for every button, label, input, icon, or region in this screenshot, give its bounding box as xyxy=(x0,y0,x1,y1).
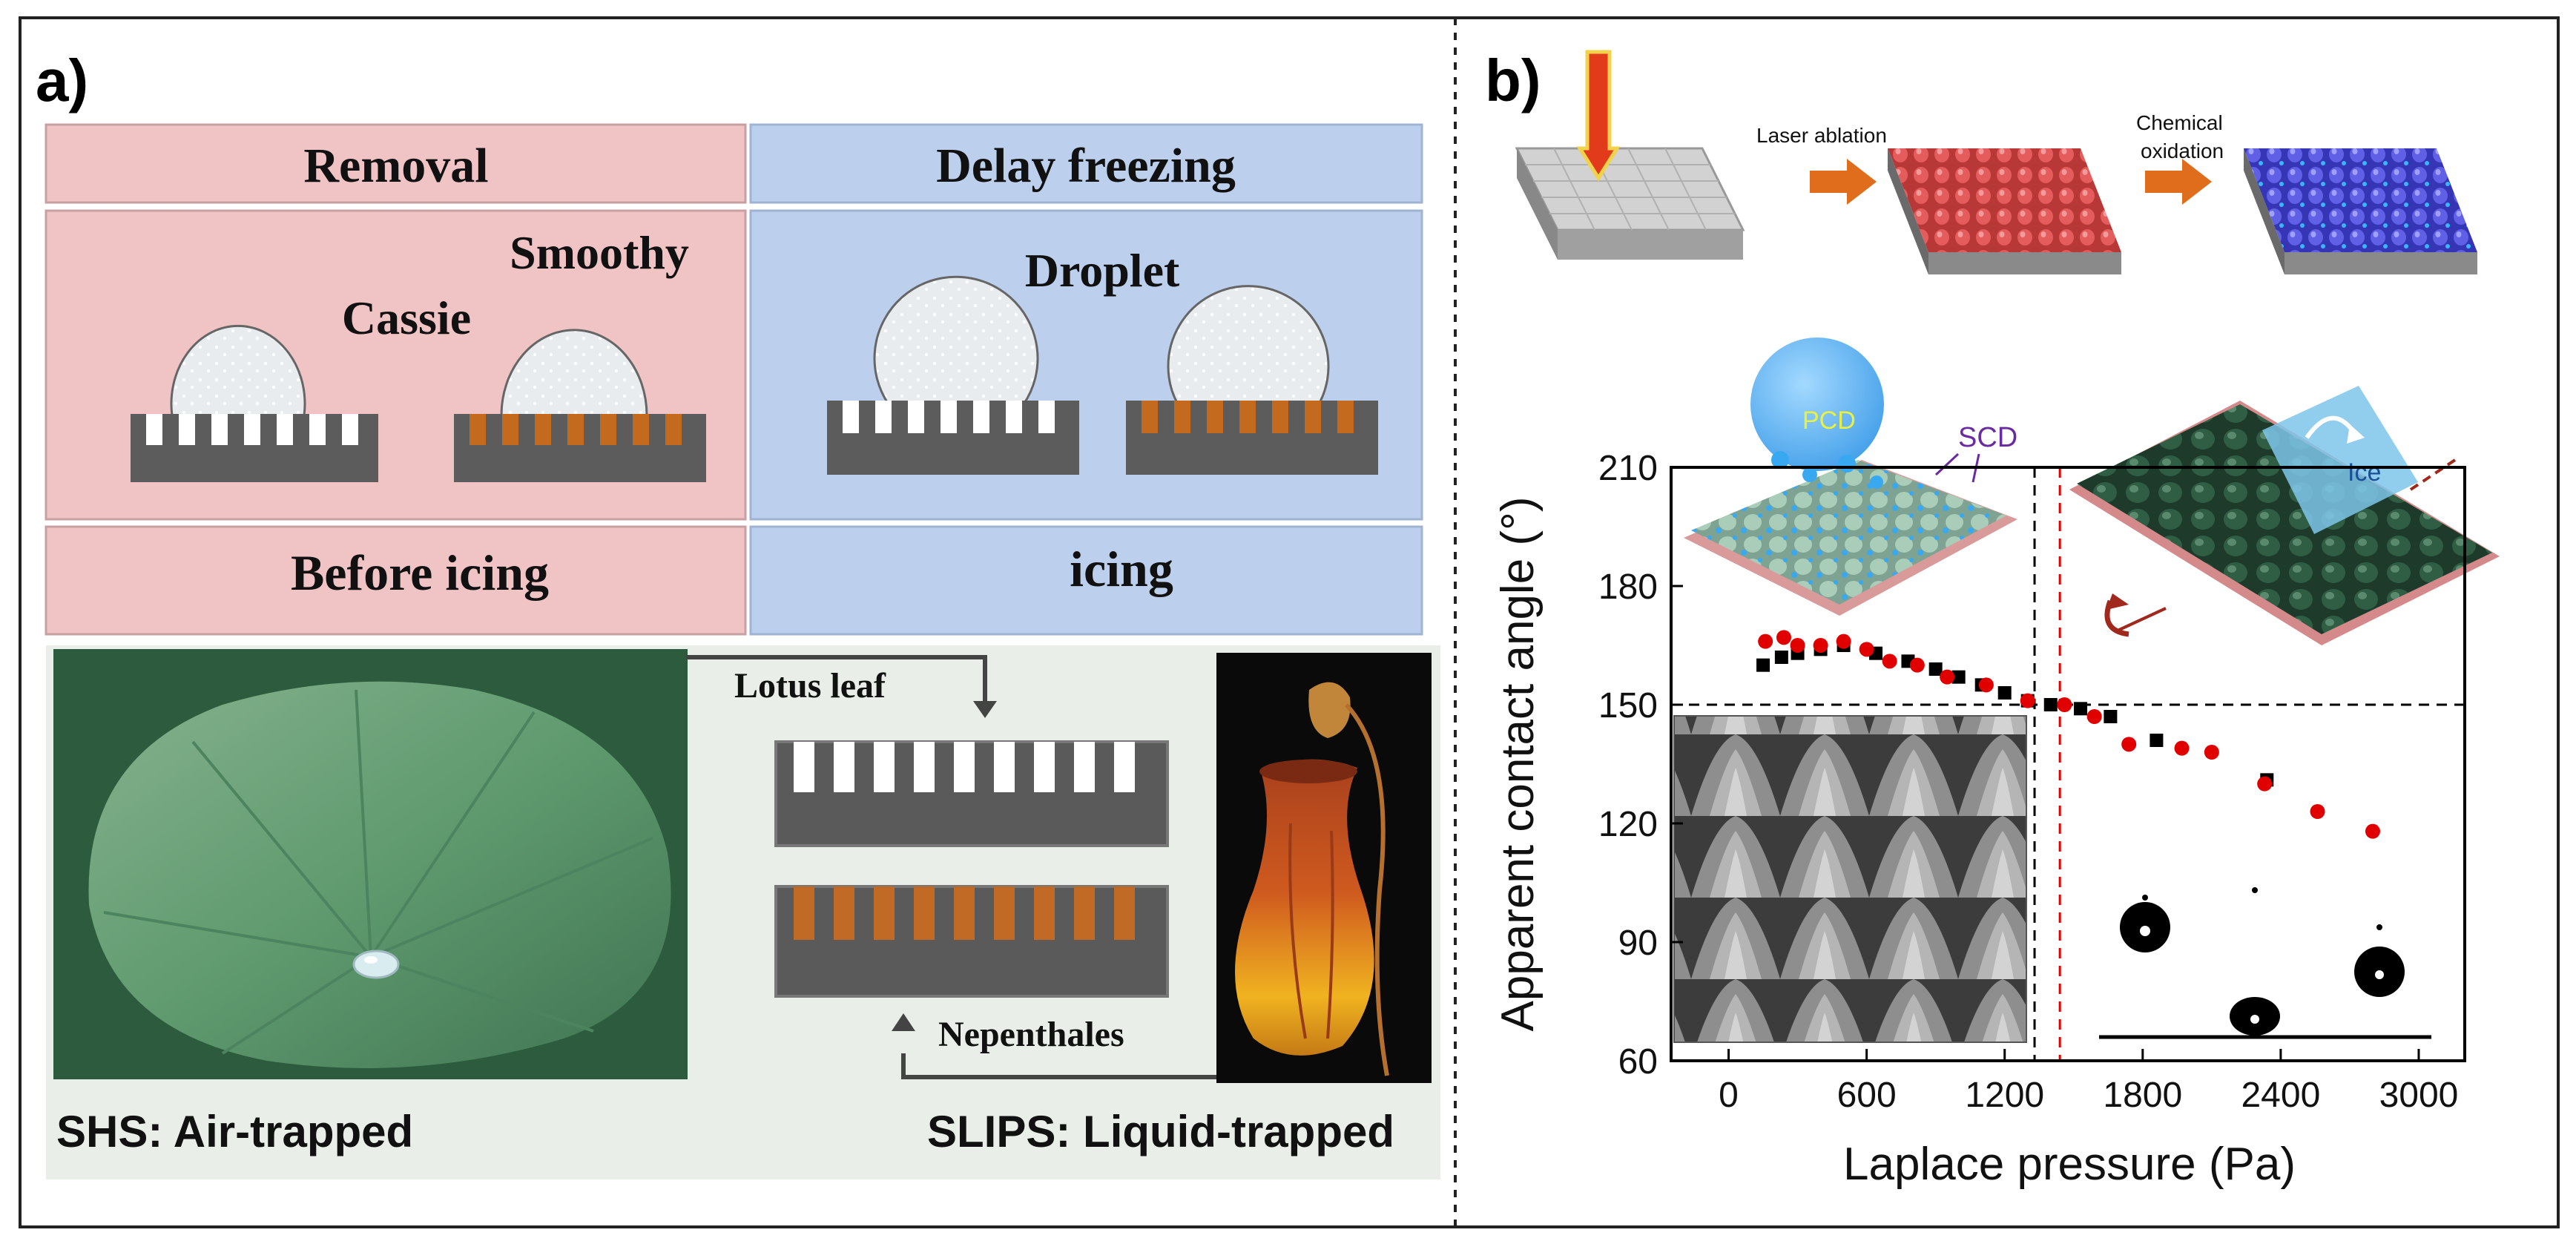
caption-shs: SHS: Air-trapped xyxy=(56,1107,413,1156)
x-tick-label-1: 600 xyxy=(1837,1076,1897,1115)
y-tick-label-2: 120 xyxy=(1598,805,1658,844)
y-tick-label-1: 90 xyxy=(1618,924,1658,963)
lotus-arrow xyxy=(686,655,987,705)
lotus-leaf-label: Lotus leaf xyxy=(734,666,886,705)
data-point-s1-11 xyxy=(2057,697,2072,712)
data-point-s0-7 xyxy=(1928,662,1943,676)
step-chemical: Chemical xyxy=(2136,111,2223,134)
step-oxidation: oxidation xyxy=(2141,139,2224,162)
footer-left-box xyxy=(45,525,747,636)
nepenthales-arrow xyxy=(901,1053,1222,1079)
pcd-inset: PCD SCD xyxy=(1684,338,2017,616)
data-point-s0-8 xyxy=(1951,670,1966,684)
data-point-s0-13 xyxy=(2074,702,2088,716)
data-point-s1-4 xyxy=(1836,633,1851,649)
label-ice: Ice xyxy=(2348,458,2381,487)
data-point-s1-13 xyxy=(2121,737,2137,752)
header-removal: Removal xyxy=(303,139,488,193)
liquid-trapped-comb xyxy=(774,885,1169,998)
data-point-s0-14 xyxy=(2104,710,2118,723)
laser-beam-icon xyxy=(1576,50,1621,182)
footer-icing: icing xyxy=(1070,541,1173,597)
data-point-s1-2 xyxy=(1790,638,1805,653)
header-right-box xyxy=(749,123,1423,204)
nepenthales-arrow-head xyxy=(892,1013,915,1031)
data-point-s0-10 xyxy=(1997,686,2012,700)
data-point-s0-12 xyxy=(2043,698,2058,711)
data-point-s1-15 xyxy=(2204,745,2219,760)
arrow-step2-icon xyxy=(2145,159,2212,205)
sem-inset xyxy=(1673,715,2027,1043)
footer-before-icing: Before icing xyxy=(291,544,549,601)
data-point-s1-14 xyxy=(2174,740,2190,756)
pitcher-plant-photo xyxy=(1216,653,1432,1083)
label-scd: SCD xyxy=(1958,422,2017,453)
data-point-s1-12 xyxy=(2086,709,2102,724)
x-tick-label-3: 1800 xyxy=(2103,1076,2182,1115)
axis-ticks: 0 600 1200 1800 2400 3000 60 90 120 150 180 210 xyxy=(1598,449,2458,1115)
data-point-s1-9 xyxy=(1978,677,1994,693)
panel-b-label: b) xyxy=(1485,47,1541,113)
data-point-s0-15 xyxy=(2150,734,2164,747)
data-point-s1-1 xyxy=(1776,630,1791,645)
red-textured-surface xyxy=(1888,148,2121,274)
data-point-s1-18 xyxy=(2365,823,2380,839)
data-point-s1-3 xyxy=(1813,638,1828,653)
footer-right-box xyxy=(749,525,1423,636)
data-point-s1-6 xyxy=(1882,654,1897,669)
header-delay-freezing: Delay freezing xyxy=(936,139,1236,193)
y-tick-label-3: 150 xyxy=(1598,686,1658,725)
x-tick-label-4: 2400 xyxy=(2241,1076,2320,1115)
data-point-s1-5 xyxy=(1859,642,1874,657)
caption-slips: SLIPS: Liquid-trapped xyxy=(927,1107,1394,1156)
data-point-s1-7 xyxy=(1909,657,1925,673)
data-point-s0-1 xyxy=(1774,651,1788,664)
data-marks xyxy=(1756,630,2380,839)
label-cassie: Cassie xyxy=(342,292,471,344)
lotus-leaf-photo xyxy=(53,649,688,1079)
cassie-schematic xyxy=(131,324,378,482)
flat-substrate xyxy=(1515,147,1745,260)
data-point-s1-16 xyxy=(2257,776,2273,792)
data-point-s0-0 xyxy=(1756,658,1770,672)
outer-border xyxy=(19,16,2560,1228)
data-point-s1-17 xyxy=(2310,804,2325,819)
smoothy-schematic xyxy=(454,329,706,482)
label-pcd: PCD xyxy=(1802,407,1856,435)
y-axis-label: Apparent contact angle (°) xyxy=(1492,497,1544,1032)
y-tick-label-0: 60 xyxy=(1618,1042,1658,1082)
blue-textured-surface xyxy=(2244,148,2477,274)
droplet-silhouettes xyxy=(2099,887,2431,1039)
nepenthales-label: Nepenthales xyxy=(938,1015,1124,1054)
droplet-schematic-liquid xyxy=(1126,285,1378,475)
label-smoothy: Smoothy xyxy=(510,226,689,279)
step-laser-ablation: Laser ablation xyxy=(1756,124,1887,147)
data-point-s1-0 xyxy=(1758,633,1773,649)
y-tick-label-5: 210 xyxy=(1598,449,1658,488)
x-tick-label-0: 0 xyxy=(1719,1076,1739,1115)
x-tick-label-5: 3000 xyxy=(2379,1076,2459,1115)
y-tick-label-4: 180 xyxy=(1598,567,1658,607)
lotus-arrow-head xyxy=(973,701,997,718)
label-droplet: Droplet xyxy=(1025,244,1180,297)
contact-angle-chart: PCD SCD Ice xyxy=(1492,338,2500,1190)
x-axis-label: Laplace pressure (Pa) xyxy=(1843,1139,2296,1190)
panel-a-label: a) xyxy=(36,47,88,113)
x-tick-label-2: 1200 xyxy=(1965,1076,2044,1115)
ice-inset: Ice xyxy=(2069,386,2500,645)
axes-frame xyxy=(1670,466,2466,1062)
data-point-s1-10 xyxy=(2020,693,2035,708)
droplet-schematic-air xyxy=(827,275,1079,475)
arrow-step1-icon xyxy=(1810,159,1877,205)
air-trapped-comb xyxy=(774,740,1169,847)
data-point-s1-8 xyxy=(1940,669,1955,685)
header-left-box xyxy=(45,123,747,204)
